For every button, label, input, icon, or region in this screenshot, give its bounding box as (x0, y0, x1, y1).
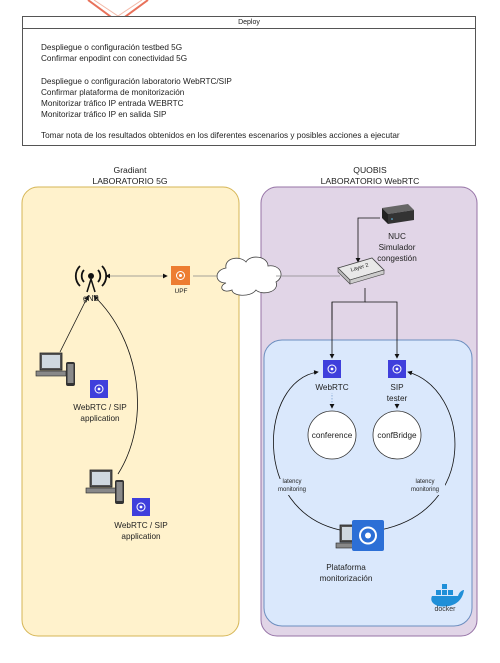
app1-label-line2: application (80, 414, 120, 423)
switch-icon (337, 257, 385, 285)
app2-label-line1: WebRTC / SIP (114, 521, 168, 530)
deploy-line: Monitorizar tráfico IP entrada WEBRTC (41, 99, 184, 108)
right-region-name: LABORATORIO WebRTC (320, 176, 420, 186)
latency-left-line2: monitoring (272, 487, 312, 495)
left-region-org: Gradiant (113, 165, 147, 175)
computer-icon (85, 469, 124, 504)
latency-right-line1: latency (405, 479, 445, 487)
cloud-icon (216, 256, 282, 296)
left-region-name: LABORATORIO 5G (92, 176, 168, 186)
deploy-title: Deploy (23, 17, 475, 29)
sip-tester-icon (388, 360, 406, 378)
link-switch-webrtc (329, 288, 366, 359)
upf-label: UPF (174, 288, 188, 295)
deploy-line: Confirmar plataforma de monitorización (41, 88, 185, 97)
deploy-line: Despliegue o configuración laboratorio W… (41, 77, 232, 86)
sip-label-line1: SIP (390, 383, 404, 392)
gnb-label: gNB (83, 294, 99, 303)
link-nuc-switch (355, 217, 380, 263)
deploy-line: Tomar nota de los resultados obtenidos e… (41, 131, 400, 140)
latency-left-line1: latency (272, 479, 312, 487)
sip-label-line2: tester (386, 394, 408, 403)
app2-label-line2: application (121, 532, 161, 541)
upf-icon (171, 266, 190, 285)
nuc-icon (382, 204, 414, 224)
deploy-line: Despliegue o configuración testbed 5G (41, 43, 183, 52)
deploy-line: Monitorizar tráfico IP en salida SIP (41, 110, 167, 119)
app-icon (90, 380, 108, 398)
webrtc-icon (323, 360, 341, 378)
nuc-label-line1: NUC (388, 232, 406, 241)
deploy-box: Deploy Despliegue o configuración testbe… (22, 16, 476, 146)
docker-region (263, 339, 473, 627)
docker-label: docker (434, 606, 456, 613)
left-region (21, 186, 240, 637)
right-region-org: QUOBIS (353, 165, 387, 175)
platform-label-line1: Plataforma (306, 563, 386, 573)
monitoring-platform-icon (335, 520, 384, 551)
webrtc-label: WebRTC (302, 383, 362, 393)
link-laptop1-gnb (59, 295, 89, 353)
app1-label-line1: WebRTC / SIP (73, 403, 127, 412)
confbridge-circle (372, 410, 422, 460)
docker-icon (431, 584, 464, 607)
confbridge-label: confBridge (377, 431, 417, 440)
conference-label: conference (311, 431, 353, 440)
latency-right-line2: monitoring (405, 487, 445, 495)
platform-label-line2: monitorización (306, 574, 386, 584)
gnb-icon (74, 265, 108, 293)
latency-curve-right (379, 370, 456, 531)
computer-icon (35, 352, 75, 386)
app-icon (132, 498, 150, 516)
nuc-label-line3: congestión (377, 254, 417, 263)
nuc-label-line2: Simulador (378, 243, 416, 252)
link-laptop2-gnb (93, 295, 138, 475)
latency-curve-left (273, 370, 341, 531)
deploy-line: Confirmar enpodint con conectividad 5G (41, 54, 188, 63)
conference-circle (307, 410, 357, 460)
link-switch-sip (365, 301, 400, 359)
